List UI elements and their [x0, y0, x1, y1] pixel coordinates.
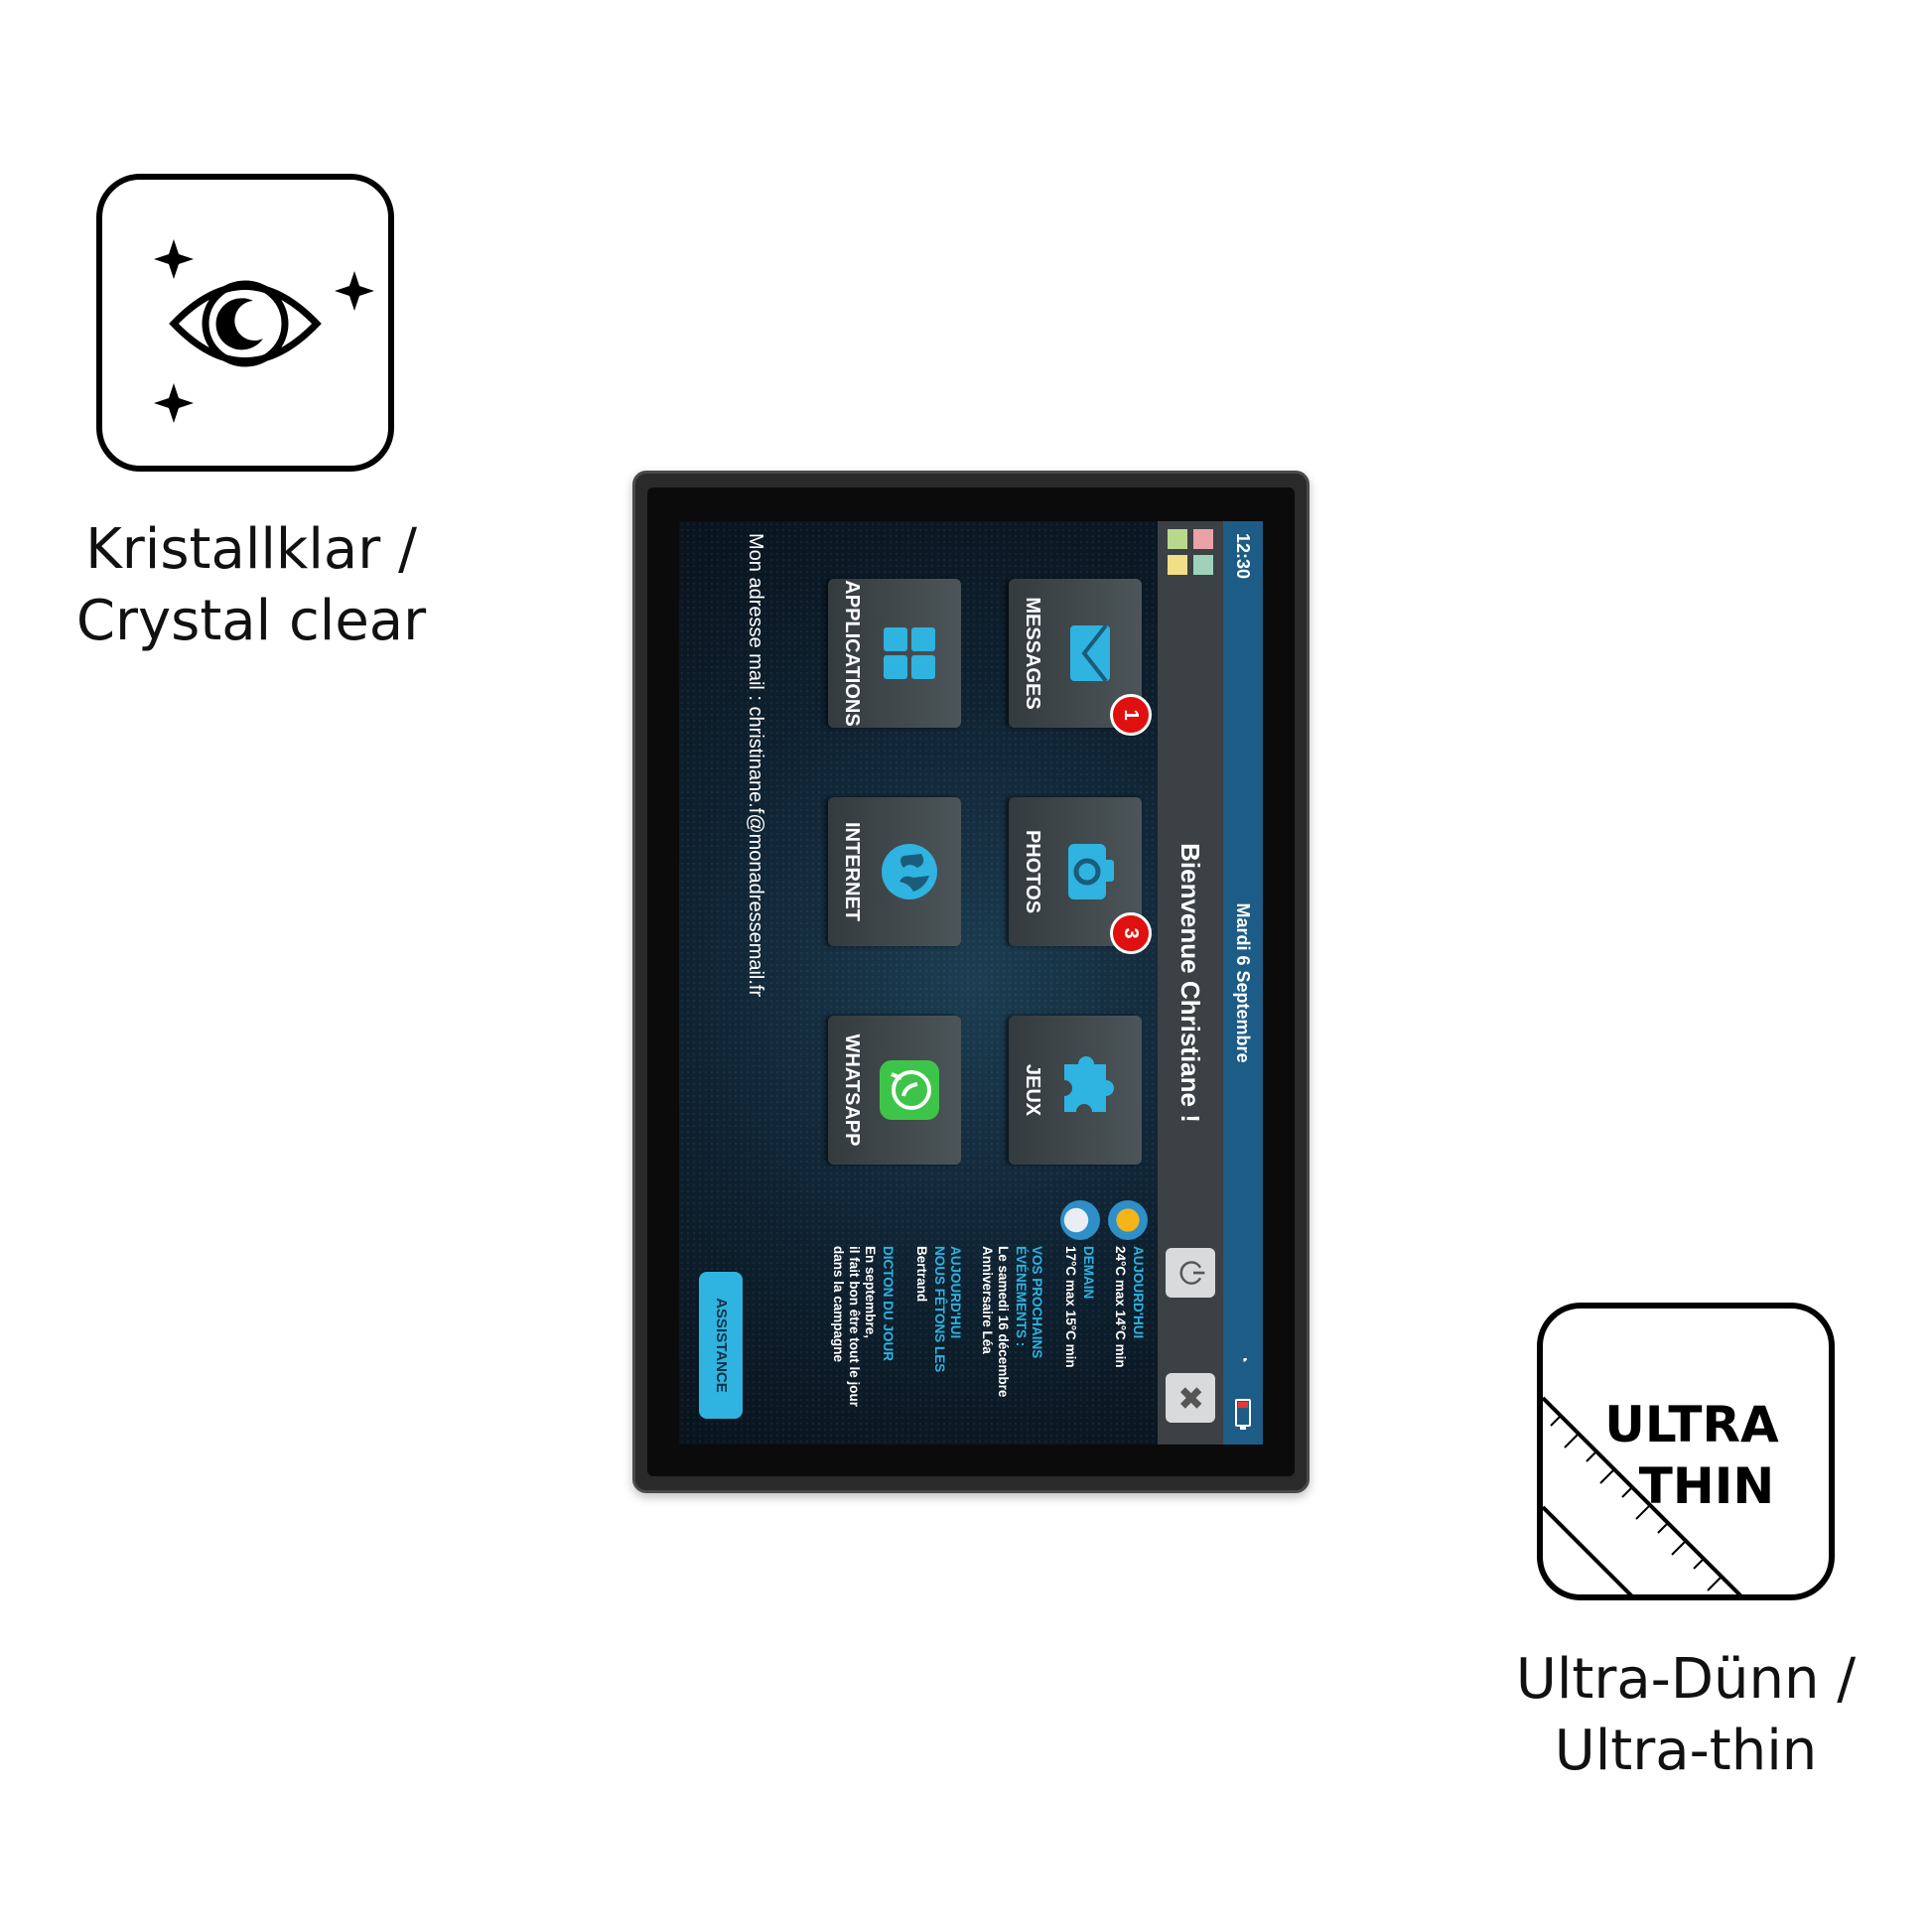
- header-bar: Bienvenue Christiane ! ⏻ ✖: [1158, 521, 1223, 1445]
- event-line: Anniversaire Léa: [980, 1246, 995, 1354]
- tile-label: PHOTOS: [1022, 829, 1043, 914]
- tomorrow-weather: 17°C max 15°C min: [1063, 1246, 1078, 1368]
- tile-games[interactable]: JEUX: [1009, 1016, 1142, 1165]
- globe-icon: [882, 844, 937, 899]
- thin-caption-line2: Ultra-thin: [1554, 1719, 1818, 1783]
- crystal-clear-caption: Kristallklar / Crystal clear: [13, 514, 489, 657]
- saying-line: il fait bon être tout le jour: [847, 1246, 862, 1407]
- crystal-caption-line1: Kristallklar /: [85, 517, 417, 582]
- tools-button[interactable]: ✖: [1166, 1373, 1215, 1423]
- wifi-icon: ◔: [1235, 1353, 1252, 1363]
- tablet-screen: 12:30 Mardi 6 Septembre ◔ Bienvenue Chri…: [679, 521, 1263, 1445]
- tomorrow-label: DEMAIN: [1081, 1246, 1096, 1300]
- crystal-caption-line2: Crystal clear: [75, 589, 427, 653]
- tools-icon: ✖: [1173, 1384, 1208, 1412]
- sun-icon: [1108, 1200, 1148, 1240]
- ruler-icon: [1543, 1396, 1742, 1594]
- envelope-icon: [1070, 623, 1110, 683]
- saying-label: DICTON DU JOUR: [881, 1246, 896, 1362]
- ultra-thin-caption: Ultra-Dünn / Ultra-thin: [1448, 1644, 1924, 1787]
- today-weather: 24°C max 14°C min: [1113, 1246, 1128, 1368]
- saint-name: Bertrand: [914, 1246, 929, 1303]
- sparkle-icon: [154, 239, 194, 279]
- email-address-line: Mon adresse mail : christinane.f@monadre…: [745, 533, 766, 998]
- event-line: Le samedi 16 décembre: [996, 1246, 1011, 1398]
- tile-label: JEUX: [1022, 1063, 1043, 1117]
- assistance-button[interactable]: ASSISTANCE: [699, 1272, 743, 1419]
- saints-label: NOUS FÊTONS LES: [932, 1246, 947, 1373]
- crystal-clear-badge: [96, 174, 394, 472]
- date-label: Mardi 6 Septembre: [1233, 902, 1254, 1063]
- thin-badge-line2: THIN: [1638, 1457, 1775, 1515]
- app-grid-icon: [884, 627, 935, 679]
- today-label: AUJOURD'HUI: [1131, 1246, 1146, 1339]
- tile-whatsapp[interactable]: WHATSAPP: [828, 1016, 961, 1165]
- notification-badge: 3: [1110, 912, 1152, 954]
- saying-line: dans la campagne: [831, 1246, 846, 1363]
- tile-applications[interactable]: APPLICATIONS: [828, 579, 961, 728]
- whatsapp-icon: [880, 1060, 939, 1120]
- tile-label: INTERNET: [841, 822, 863, 921]
- eye-icon: [154, 239, 374, 423]
- sparkle-icon: [154, 383, 194, 423]
- welcome-title: Bienvenue Christiane !: [1175, 843, 1205, 1123]
- notification-badge: 1: [1110, 694, 1152, 736]
- tile-messages[interactable]: MESSAGES 1: [1009, 579, 1152, 736]
- tile-label: APPLICATIONS: [841, 580, 863, 727]
- battery-low-icon: [1235, 1399, 1251, 1427]
- sparkle-icon: [335, 271, 374, 311]
- tile-photos[interactable]: PHOTOS 3: [1009, 797, 1152, 954]
- events-label: VOS PROCHAINS: [1030, 1246, 1044, 1359]
- thin-badge-line1: ULTRA: [1604, 1396, 1779, 1453]
- home-screen: 12:30 Mardi 6 Septembre ◔ Bienvenue Chri…: [679, 521, 1263, 1445]
- thin-caption-line1: Ultra-Dünn /: [1515, 1647, 1857, 1712]
- tablet-device: 12:30 Mardi 6 Septembre ◔ Bienvenue Chri…: [632, 471, 1310, 1493]
- tile-label: WHATSAPP: [841, 1034, 863, 1147]
- tile-label: MESSAGES: [1022, 597, 1043, 710]
- tile-internet[interactable]: INTERNET: [828, 797, 961, 946]
- ultra-thin-badge: ULTRA THIN: [1537, 1303, 1835, 1600]
- status-bar: 12:30 Mardi 6 Septembre ◔: [1223, 521, 1263, 1445]
- camera-icon: [1068, 844, 1114, 899]
- saints-label: AUJOURD'HUI: [948, 1246, 963, 1339]
- cloud-icon: [1060, 1200, 1100, 1240]
- saying-line: En septembre,: [863, 1246, 878, 1339]
- puzzle-icon: [1064, 1056, 1114, 1112]
- power-icon: ⏻: [1173, 1260, 1209, 1286]
- events-label: ÉVÉNEMENTS :: [1014, 1246, 1029, 1347]
- power-button[interactable]: ⏻: [1166, 1248, 1215, 1298]
- info-panel: AUJOURD'HUI 24°C max 14°C min DEMAIN 17°…: [681, 1196, 1148, 1435]
- ultra-thin-text: ULTRA THIN: [1592, 1394, 1791, 1517]
